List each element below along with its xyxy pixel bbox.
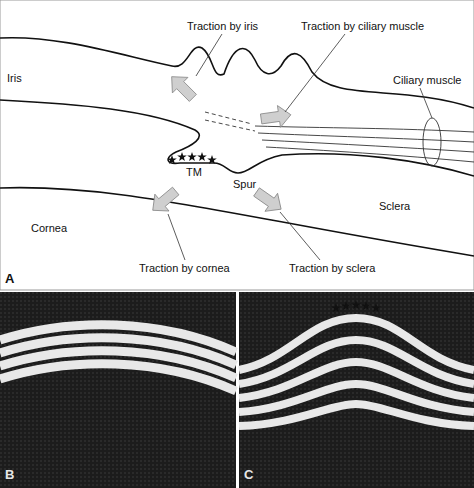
panel-letter: A <box>4 272 15 285</box>
traction-label: Traction by iris <box>186 20 259 33</box>
part-name: Ciliary muscle <box>392 74 462 87</box>
part-name: Sclera <box>378 200 411 213</box>
part-name: Cornea <box>30 222 68 235</box>
traction-label: Traction by ciliary muscle <box>300 20 425 33</box>
part-name: TM <box>185 166 203 179</box>
traction-label: Traction by cornea <box>138 262 231 275</box>
part-name: Spur <box>232 178 257 191</box>
part-name: Iris <box>6 72 23 85</box>
panel-letter: B <box>5 468 14 481</box>
panel-letter: C <box>244 468 253 481</box>
traction-label: Traction by sclera <box>288 262 376 275</box>
